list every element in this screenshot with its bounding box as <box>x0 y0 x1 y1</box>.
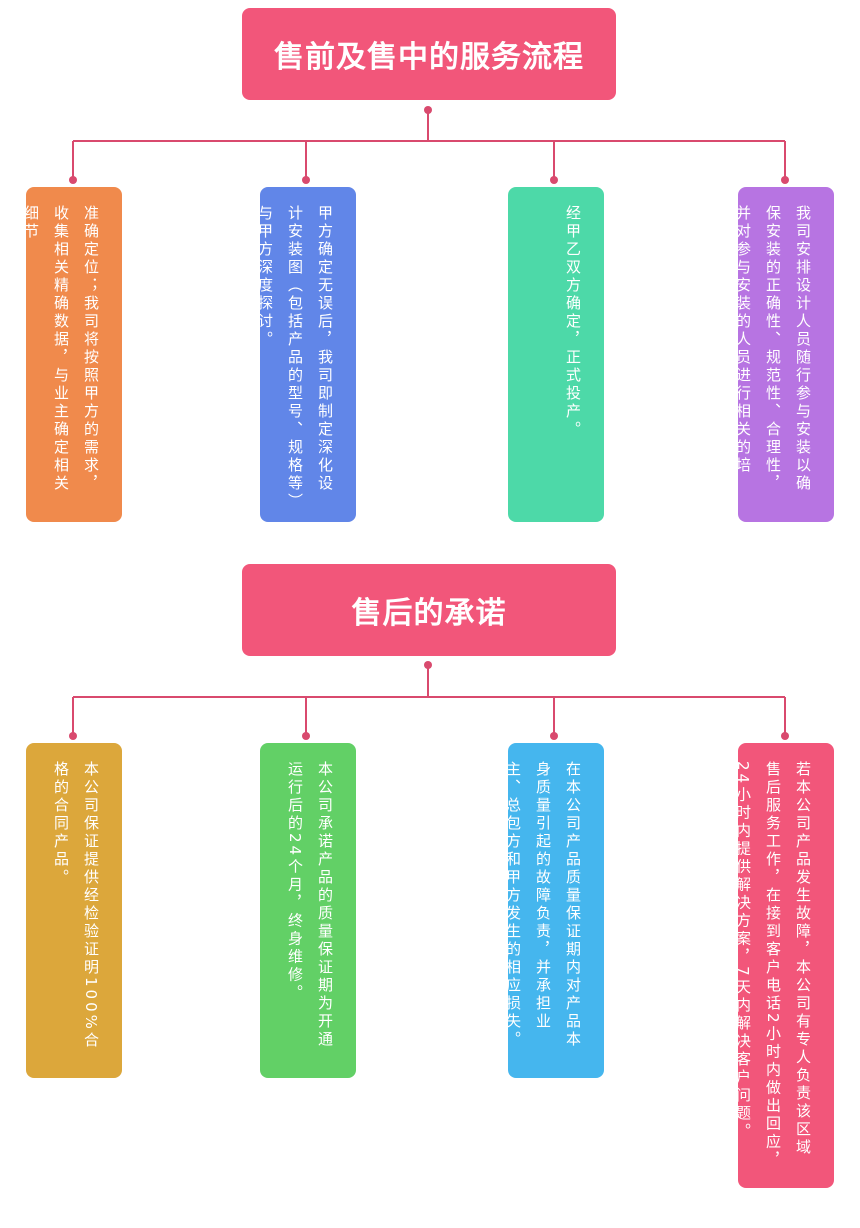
card-aftersales-3: 在本公司产品质量保证期内对产品本身质量引起的故障负责，并承担业主、总包方和甲方发… <box>508 743 604 1078</box>
section-title-aftersales: 售后的承诺 <box>242 564 616 656</box>
card-presales-4: 我司安排设计人员随行参与安装以确保安装的正确性、规范性、合理性，并对参与安装的人… <box>738 187 834 522</box>
card-aftersales-4: 若本公司产品发生故障，本公司有专人负责该区域售后服务工作，在接到客户电话2小时内… <box>738 743 834 1188</box>
card-presales-2: 甲方确定无误后，我司即制定深化设计安装图（包括产品的型号、规格等）与甲方深度探讨… <box>260 187 356 522</box>
card-text: 本公司保证提供经检验证明100%合格的合同产品。 <box>52 761 100 1050</box>
card-aftersales-1: 本公司保证提供经检验证明100%合格的合同产品。 <box>26 743 122 1078</box>
card-aftersales-2: 本公司承诺产品的质量保证期为开通运行后的24个月，终身维修。 <box>260 743 356 1078</box>
card-text: 在本公司产品质量保证期内对产品本身质量引起的故障负责，并承担业主、总包方和甲方发… <box>508 761 582 1049</box>
card-presales-3: 经甲乙双方确定，正式投产。 <box>508 187 604 522</box>
card-text: 经甲乙双方确定，正式投产。 <box>564 205 582 439</box>
card-text: 甲方确定无误后，我司即制定深化设计安装图（包括产品的型号、规格等）与甲方深度探讨… <box>260 205 334 504</box>
card-text: 若本公司产品发生故障，本公司有专人负责该区域售后服务工作，在接到客户电话2小时内… <box>738 761 812 1170</box>
section-title-presales: 售前及售中的服务流程 <box>242 8 616 100</box>
card-text: 准确定位；我司将按照甲方的需求，收集相关精确数据，与业主确定相关细节 <box>26 205 100 493</box>
card-text: 我司安排设计人员随行参与安装以确保安装的正确性、规范性、合理性，并对参与安装的人… <box>738 205 812 493</box>
card-text: 本公司承诺产品的质量保证期为开通运行后的24个月，终身维修。 <box>286 761 334 1049</box>
card-presales-1: 准确定位；我司将按照甲方的需求，收集相关精确数据，与业主确定相关细节 <box>26 187 122 522</box>
